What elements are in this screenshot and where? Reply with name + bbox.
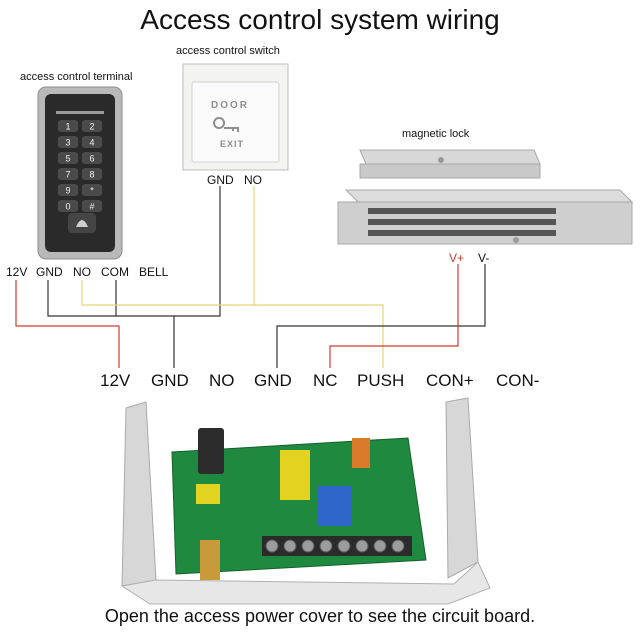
bell-icon xyxy=(76,220,88,227)
keypad-key xyxy=(82,200,102,212)
diagram-title: Access control system wiring xyxy=(140,4,500,35)
switch-no-label: NO xyxy=(244,173,262,187)
keypad-key xyxy=(82,152,102,164)
terminal-bell-label: BELL xyxy=(139,265,169,279)
terminal-screws xyxy=(265,539,405,553)
keypad-key xyxy=(58,120,78,132)
keypad-key-label: 1 xyxy=(65,122,70,132)
keypad-key-label: 8 xyxy=(89,170,94,180)
exit-switch-device xyxy=(182,63,289,171)
keypad-key-label: # xyxy=(89,202,94,212)
keypad-device: 1 2 3 4 5 6 7 8 9 * 0 # xyxy=(37,86,123,260)
switch-door-text: DOOR xyxy=(211,100,249,111)
keypad-key xyxy=(82,120,102,132)
keypad-key xyxy=(82,168,102,180)
terminal-label: access control terminal xyxy=(20,71,133,83)
power-gnd-label: GND xyxy=(151,371,189,390)
key-icon xyxy=(213,117,226,129)
keypad-keys: 1 2 3 4 5 6 7 8 9 * 0 # xyxy=(58,120,102,212)
power-gnd2-label: GND xyxy=(254,371,292,390)
wires xyxy=(15,186,486,368)
keypad-key xyxy=(58,200,78,212)
power-supply-box xyxy=(120,397,491,605)
lock-vminus-label: V- xyxy=(478,251,490,265)
keypad-key xyxy=(82,184,102,196)
terminal-com-label: COM xyxy=(101,265,129,279)
terminal-screw xyxy=(391,539,405,553)
magnetic-lock-device xyxy=(337,149,634,245)
keypad-key-label: 2 xyxy=(89,122,94,132)
keypad-key xyxy=(82,136,102,148)
keypad-key xyxy=(58,136,78,148)
keypad-key-label: 9 xyxy=(65,186,70,196)
keypad-key xyxy=(58,184,78,196)
keypad-key xyxy=(58,152,78,164)
lock-label: magnetic lock xyxy=(402,128,470,140)
power-nc-label: NC xyxy=(313,371,338,390)
keypad-key-label: 3 xyxy=(65,138,70,148)
keypad-key-label: 5 xyxy=(65,154,70,164)
switch-exit-text: EXIT xyxy=(220,139,245,149)
terminal-screw xyxy=(265,539,279,553)
keypad-key-label: 4 xyxy=(89,138,94,148)
power-push-label: PUSH xyxy=(357,371,405,390)
terminal-screw xyxy=(373,539,387,553)
power-conminus-label: CON- xyxy=(496,371,540,390)
keypad-key-label: * xyxy=(90,186,94,196)
terminal-screw xyxy=(319,539,333,553)
terminal-screw xyxy=(301,539,315,553)
terminal-screw xyxy=(355,539,369,553)
switch-label: access control switch xyxy=(176,45,280,57)
terminal-gnd-label: GND xyxy=(36,265,63,279)
terminal-screw xyxy=(337,539,351,553)
keypad-key-label: 7 xyxy=(65,170,70,180)
lock-vplus-label: V+ xyxy=(449,251,465,265)
terminal-screw xyxy=(283,539,297,553)
power-no-label: NO xyxy=(209,371,235,390)
terminal-no-label: NO xyxy=(73,265,91,279)
keypad-key-label: 6 xyxy=(89,154,94,164)
keypad-key xyxy=(58,168,78,180)
caption: Open the access power cover to see the c… xyxy=(104,606,536,626)
terminal-12v-label: 12V xyxy=(6,265,28,279)
keypad-key-label: 0 xyxy=(65,202,70,212)
switch-gnd-label: GND xyxy=(207,173,234,187)
power-conplus-label: CON+ xyxy=(426,371,474,390)
power-12v-label: 12V xyxy=(100,371,131,390)
